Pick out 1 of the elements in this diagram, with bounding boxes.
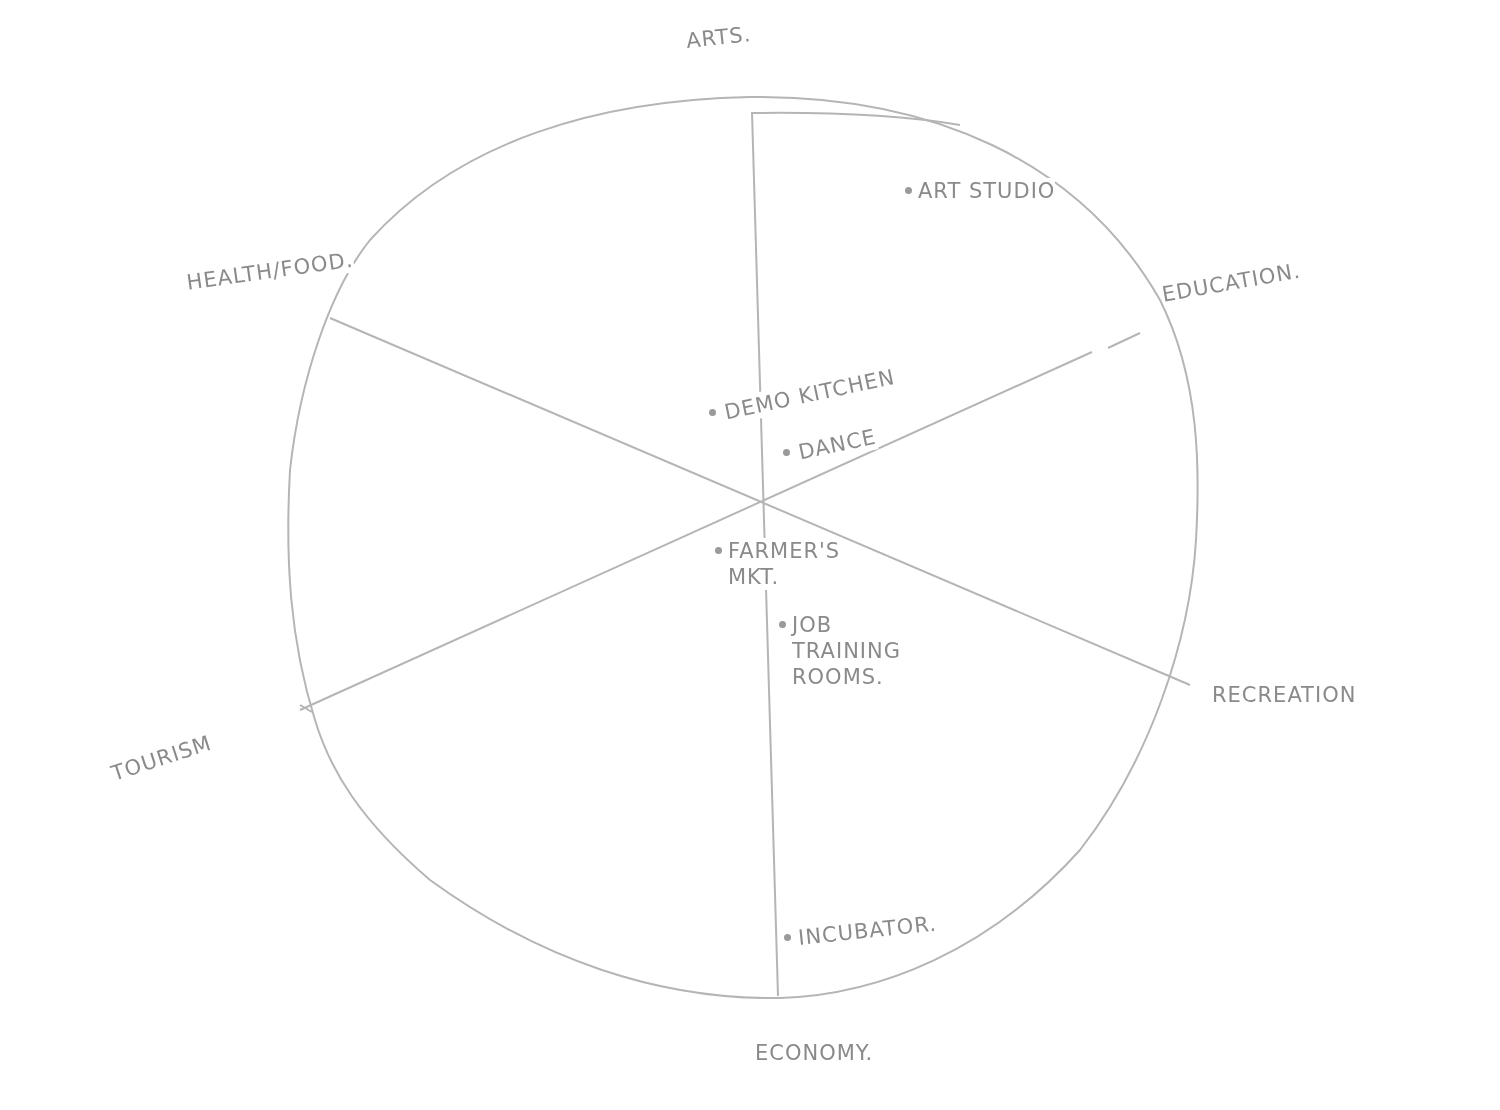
item-label: FARMER'S MKT. — [728, 538, 838, 590]
